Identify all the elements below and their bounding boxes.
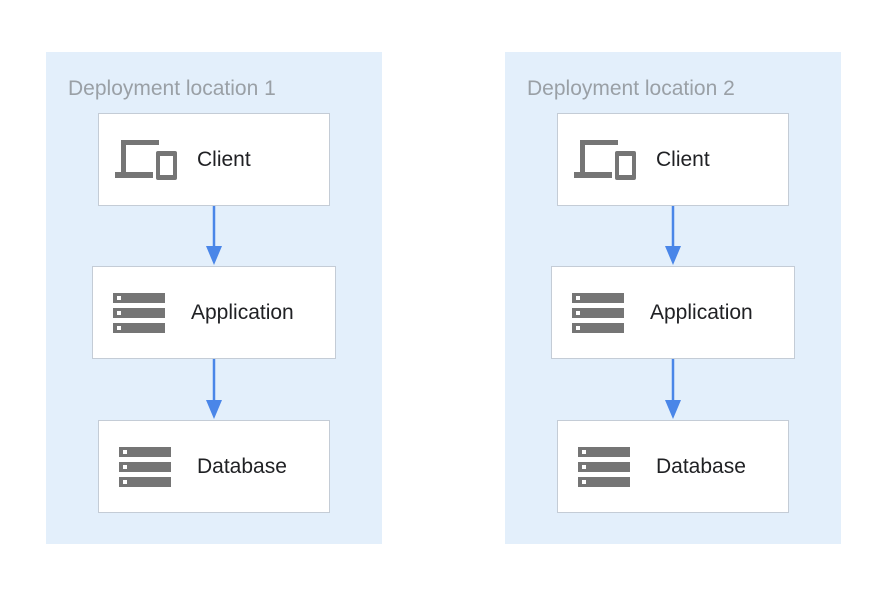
application-node: Application [551, 266, 795, 359]
region-title: Deployment location 2 [527, 77, 735, 100]
database-label: Database [656, 454, 746, 478]
client-label: Client [656, 147, 710, 171]
database-node: Database [98, 420, 330, 513]
devices-icon [115, 140, 177, 180]
application-label: Application [191, 300, 294, 324]
deployment-location-1: Deployment location 1 Client Application [46, 52, 382, 544]
client-label: Client [197, 147, 251, 171]
application-node: Application [92, 266, 336, 359]
database-label: Database [197, 454, 287, 478]
region-title: Deployment location 1 [68, 77, 276, 100]
devices-icon [574, 140, 636, 180]
arrow-application-to-database [665, 359, 681, 419]
arrow-client-to-application [665, 206, 681, 265]
server-icon [113, 293, 165, 333]
arrow-application-to-database [206, 359, 222, 419]
server-icon [572, 293, 624, 333]
client-node: Client [557, 113, 789, 206]
client-node: Client [98, 113, 330, 206]
database-icon [578, 447, 630, 487]
arrow-client-to-application [206, 206, 222, 265]
database-node: Database [557, 420, 789, 513]
application-label: Application [650, 300, 753, 324]
deployment-location-2: Deployment location 2 Client Application [505, 52, 841, 544]
database-icon [119, 447, 171, 487]
